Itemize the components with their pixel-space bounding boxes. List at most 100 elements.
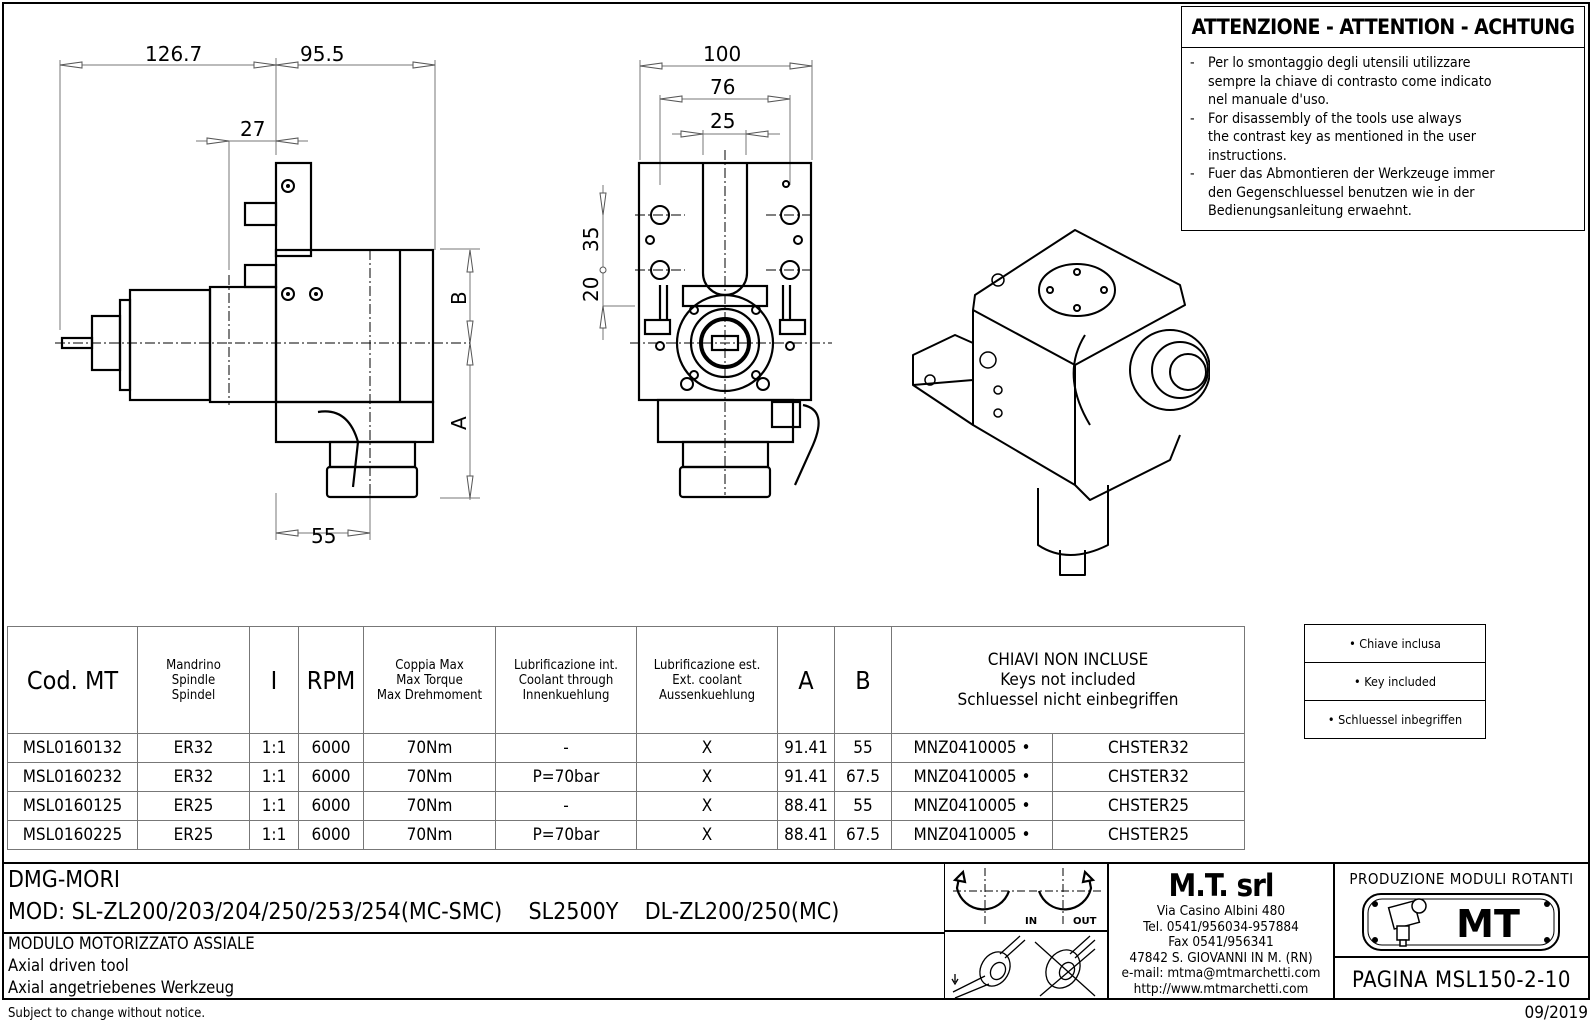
cell-code: MSL0160125 xyxy=(7,791,138,821)
dim-b-label: B xyxy=(447,291,471,305)
cell-ratio: 1:1 xyxy=(249,733,299,763)
company-email[interactable]: e-mail: mtma@mtmarchetti.com xyxy=(1121,965,1321,981)
cell-key2: CHSTER25 xyxy=(1052,820,1245,850)
footer-notice: Subject to change without notice. xyxy=(8,1006,206,1021)
mt-logo: MT xyxy=(1362,893,1560,951)
tool-module-icon xyxy=(1387,898,1427,947)
cell-code: MSL0160225 xyxy=(7,820,138,850)
rotation-in-icon xyxy=(952,869,1011,911)
cell-code: MSL0160232 xyxy=(7,762,138,792)
dim-vert-upper: 35 xyxy=(579,227,603,252)
cell-key1: MNZ0410005 • xyxy=(891,820,1053,850)
production-title: PRODUZIONE MODULI ROTANTI xyxy=(1349,870,1574,888)
logo-text: MT xyxy=(1456,902,1520,946)
description-en: Axial driven tool xyxy=(8,956,129,975)
cell-spindle: ER25 xyxy=(137,820,250,850)
description-de: Axial angetriebenes Werkzeug xyxy=(8,978,235,997)
warning-item-en: -For disassembly of the tools use always… xyxy=(1190,110,1476,164)
cell-rpm: 6000 xyxy=(298,762,364,792)
cell-coolant-ext: X xyxy=(636,791,778,821)
header-a: A xyxy=(777,626,835,734)
rotation-out-label: OUT xyxy=(1073,916,1097,927)
machine-brand: DMG-MORI xyxy=(8,867,120,893)
company-fax: Fax 0541/956341 xyxy=(1168,934,1274,950)
machine-models: MOD: SL-ZL200/203/204/250/253/254(MC-SMC… xyxy=(8,899,840,925)
table-row: MSL0160125 ER25 1:1 6000 70Nm - X 88.41 … xyxy=(7,791,1245,821)
cell-coolant-int: P=70bar xyxy=(495,762,637,792)
rotation-icons-box: IN OUT xyxy=(945,864,1109,1000)
company-tel: Tel. 0541/956034-957884 xyxy=(1143,918,1299,935)
warning-box: ATTENZIONE - ATTENTION - ACHTUNG -Per lo… xyxy=(1181,6,1585,231)
side-view-drawing: 126.7 95.5 27 55 B A xyxy=(55,42,480,548)
legend-item-de: • Schluessel inbegriffen xyxy=(1305,700,1485,738)
cell-spindle: ER32 xyxy=(137,733,250,763)
cell-a: 91.41 xyxy=(777,762,835,792)
cell-coolant-int: - xyxy=(495,733,637,763)
rotation-out-icon xyxy=(1037,869,1096,911)
key-legend: • Chiave inclusa • Key included • Schlue… xyxy=(1304,624,1486,739)
cell-coolant-int: P=70bar xyxy=(495,820,637,850)
isometric-view-drawing xyxy=(912,229,1210,576)
cell-key1: MNZ0410005 • xyxy=(891,733,1053,763)
cell-key1: MNZ0410005 • xyxy=(891,762,1053,792)
drawing-frame xyxy=(2,2,1590,1000)
title-block xyxy=(4,862,1588,1000)
cell-ratio: 1:1 xyxy=(249,791,299,821)
cell-key2: CHSTER32 xyxy=(1052,733,1245,763)
dim-slot: 25 xyxy=(710,109,735,133)
cell-b: 67.5 xyxy=(834,762,892,792)
rotation-direction-icons: IN OUT xyxy=(951,868,1103,999)
company-address: Via Casino Albini 480 xyxy=(1156,903,1286,919)
company-name: M.T. srl xyxy=(1168,868,1275,904)
cell-coolant-ext: X xyxy=(636,820,778,850)
dim-bottom: 55 xyxy=(311,524,336,548)
company-website[interactable]: http://www.mtmarchetti.com xyxy=(1133,980,1309,997)
cell-coolant-int: - xyxy=(495,791,637,821)
dim-hole-span: 76 xyxy=(710,75,735,99)
cell-b: 55 xyxy=(834,733,892,763)
cell-key2: CHSTER25 xyxy=(1052,791,1245,821)
header-ratio: I xyxy=(249,626,299,734)
table-row: MSL0160232 ER32 1:1 6000 70Nm P=70bar X … xyxy=(7,762,1245,792)
front-view-drawing: 100 76 25 35 20 xyxy=(579,42,832,499)
legend-item-en: • Key included xyxy=(1305,662,1485,700)
cell-rpm: 6000 xyxy=(298,733,364,763)
cell-rpm: 6000 xyxy=(298,791,364,821)
cell-key1: MNZ0410005 • xyxy=(891,791,1053,821)
cell-torque: 70Nm xyxy=(363,791,496,821)
cell-key2: CHSTER32 xyxy=(1052,762,1245,792)
warning-body: -Per lo smontaggio degli utensili utiliz… xyxy=(1182,48,1584,227)
footer-date: 09/2019 xyxy=(1524,1003,1588,1023)
legend-item-it: • Chiave inclusa xyxy=(1349,636,1441,651)
cell-torque: 70Nm xyxy=(363,820,496,850)
production-block: PRODUZIONE MODULI ROTANTI MT PAGINA MSL1… xyxy=(1335,864,1588,1000)
wrench-correct-icon xyxy=(951,935,1026,999)
warning-title: ATTENZIONE - ATTENTION - ACHTUNG xyxy=(1182,7,1584,48)
cell-torque: 70Nm xyxy=(363,733,496,763)
table-row: MSL0160225 ER25 1:1 6000 70Nm P=70bar X … xyxy=(7,820,1245,850)
cell-spindle: ER25 xyxy=(137,791,250,821)
dim-vert-lower: 20 xyxy=(579,277,603,302)
dim-a-label: A xyxy=(447,416,471,430)
header-b: B xyxy=(834,626,892,734)
dim-width: 100 xyxy=(703,42,741,66)
company-info: M.T. srl Via Casino Albini 480 Tel. 0541… xyxy=(1109,864,1335,1000)
cell-a: 88.41 xyxy=(777,791,835,821)
warning-item-it: -Per lo smontaggio degli utensili utiliz… xyxy=(1190,55,1492,108)
cell-torque: 70Nm xyxy=(363,762,496,792)
cell-b: 67.5 xyxy=(834,820,892,850)
title-divider xyxy=(4,932,945,934)
wrench-incorrect-icon xyxy=(1034,935,1096,997)
cell-a: 88.41 xyxy=(777,820,835,850)
cell-a: 91.41 xyxy=(777,733,835,763)
cell-ratio: 1:1 xyxy=(249,820,299,850)
dim-offset: 27 xyxy=(240,117,265,141)
page-number: PAGINA MSL150-2-10 xyxy=(1335,956,1588,1002)
company-city: 47842 S. GIOVANNI IN M. (RN) xyxy=(1129,949,1313,966)
